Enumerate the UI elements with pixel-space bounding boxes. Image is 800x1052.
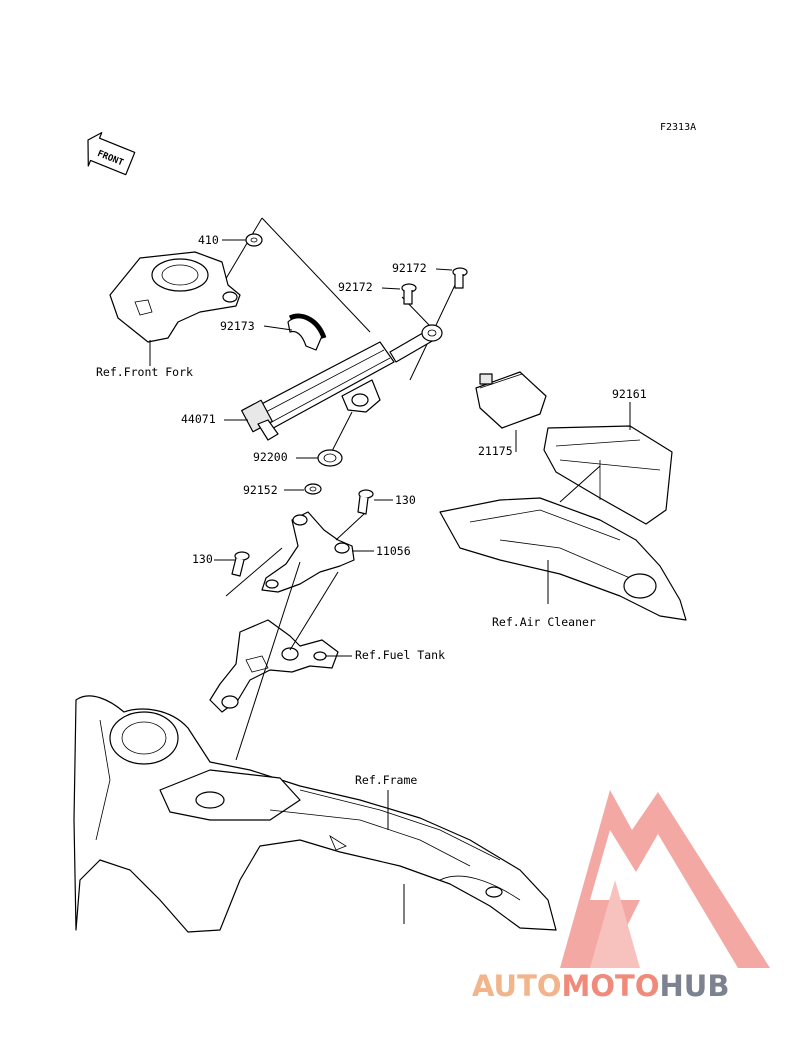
diagram-code: F2313A bbox=[660, 122, 696, 133]
part-label: 11056 bbox=[376, 544, 411, 558]
air-cleaner-housing bbox=[439, 497, 687, 621]
part-label: 92172 bbox=[392, 261, 427, 275]
steering-damper-44071 bbox=[241, 324, 443, 441]
leader-line bbox=[329, 411, 353, 456]
leader-line bbox=[435, 268, 453, 271]
part-label: 92200 bbox=[253, 450, 288, 464]
bolt-130-left bbox=[231, 551, 250, 577]
leader-line bbox=[261, 217, 371, 333]
part-label: 92161 bbox=[612, 387, 647, 401]
front-fork-clamp bbox=[109, 251, 241, 343]
watermark-auto: AUTO bbox=[472, 969, 562, 1003]
ref-front-fork: Ref.Front Fork bbox=[96, 365, 193, 379]
svg-text:AUTOMOTOHUB: AUTOMOTOHUB bbox=[472, 969, 729, 1003]
washer-92152 bbox=[304, 483, 322, 495]
watermark-logo: AUTOMOTOHUB bbox=[472, 790, 770, 1003]
ecu-unit-21175 bbox=[475, 371, 547, 429]
fuel-tank-mount bbox=[209, 619, 339, 713]
part-label: 130 bbox=[395, 493, 416, 507]
bolt-92172-a bbox=[401, 283, 417, 305]
watermark-moto: MOTO bbox=[562, 969, 660, 1003]
ref-frame: Ref.Frame bbox=[355, 773, 417, 787]
leader-line bbox=[289, 571, 339, 651]
washer-92200 bbox=[317, 449, 343, 467]
bolt-130-right bbox=[357, 489, 374, 515]
leader-line bbox=[559, 465, 601, 503]
leader-line bbox=[235, 561, 301, 761]
bolt-92172-b bbox=[452, 267, 468, 289]
bracket-11056 bbox=[261, 511, 355, 593]
part-label: 92173 bbox=[220, 319, 255, 333]
leader-line bbox=[381, 287, 401, 290]
part-label: 130 bbox=[192, 552, 213, 566]
part-label: 44071 bbox=[181, 412, 216, 426]
washer-410 bbox=[245, 233, 263, 247]
leader-line bbox=[335, 513, 365, 541]
front-arrow-icon: FRONT bbox=[87, 132, 136, 176]
ref-air-cleaner: Ref.Air Cleaner bbox=[492, 615, 596, 629]
triangle-logo-icon bbox=[560, 790, 770, 968]
ref-fuel-tank: Ref.Fuel Tank bbox=[355, 648, 445, 662]
leader-line bbox=[263, 325, 293, 331]
part-label: 92172 bbox=[338, 280, 373, 294]
part-label: 92152 bbox=[243, 483, 278, 497]
rubber-92173 bbox=[287, 313, 327, 351]
watermark-hub: HUB bbox=[660, 969, 730, 1003]
part-label: 410 bbox=[198, 233, 219, 247]
part-label: 21175 bbox=[478, 444, 513, 458]
leader-line bbox=[225, 547, 283, 597]
motorcycle-frame bbox=[73, 695, 557, 933]
